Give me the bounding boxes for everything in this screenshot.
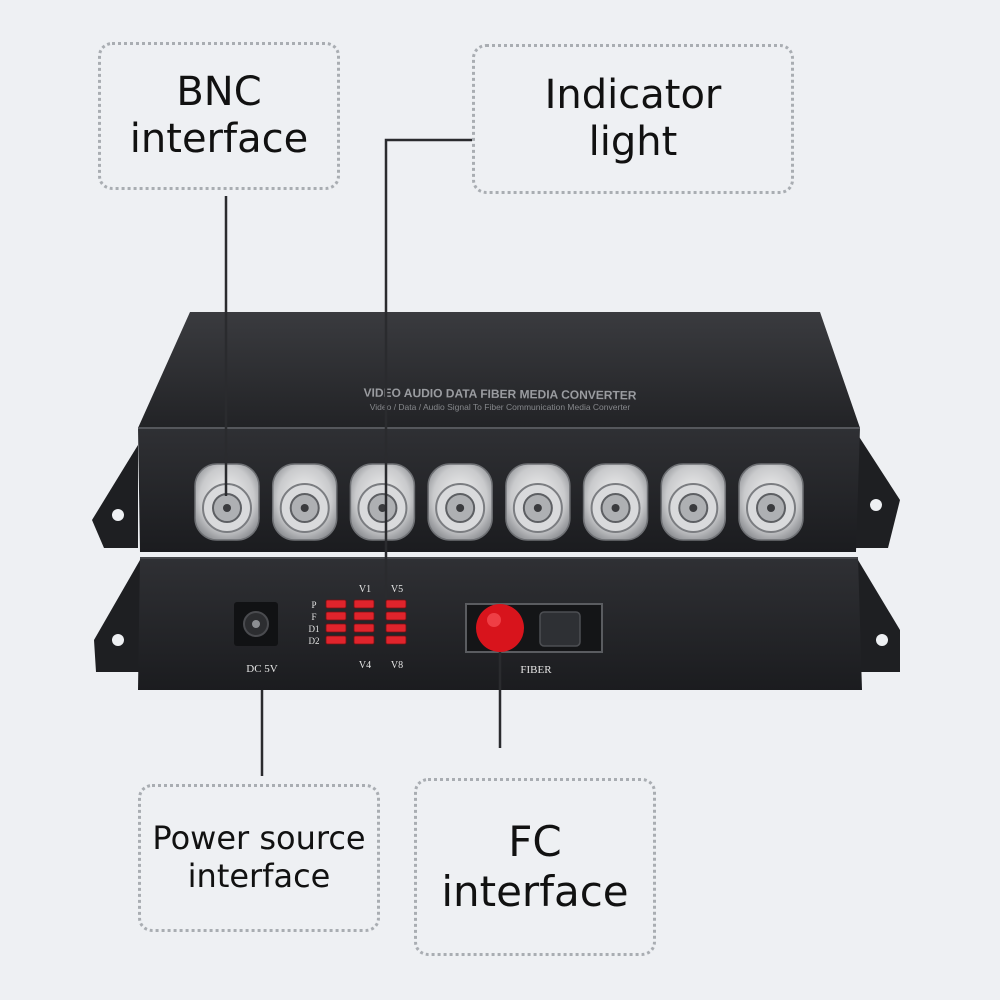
led-label: V8 [391, 660, 403, 671]
led-label: D2 [309, 636, 320, 646]
top-unit-sublabel: Video / Data / Audio Signal To Fiber Com… [370, 402, 631, 412]
led-label: P [311, 600, 316, 610]
power-label: DC 5V [246, 663, 278, 675]
callout-text: interface [187, 857, 331, 895]
callout-text: Power source [152, 819, 366, 858]
led-label: D1 [309, 624, 320, 634]
top-unit: VIDEO AUDIO DATA FIBER MEDIA CONVERTER V… [138, 312, 860, 552]
dc-power-jack [234, 602, 278, 646]
indicator-led [353, 635, 375, 645]
led-label: V4 [359, 660, 371, 671]
bnc-port [271, 463, 338, 541]
bnc-port-row [194, 463, 804, 541]
bnc-port [349, 463, 416, 541]
fiber-label: FIBER [520, 664, 552, 676]
indicator-led [353, 611, 375, 621]
bnc-port [427, 463, 493, 541]
bnc-port [660, 463, 727, 541]
indicator-led [325, 611, 347, 621]
callout-text: FC [508, 817, 562, 867]
indicator-led [325, 599, 347, 609]
fc-interface-callout: FC interface [414, 778, 656, 956]
bottom-unit-mounting-ears [94, 560, 900, 672]
indicator-led [325, 635, 347, 645]
led-label: V1 [359, 584, 371, 595]
fc-fiber-port [465, 603, 603, 653]
top-unit-mounting-ears [92, 432, 900, 548]
bnc-port [582, 463, 649, 541]
indicator-led [353, 623, 375, 633]
callout-text: interface [129, 116, 309, 162]
bnc-port [505, 463, 571, 541]
top-unit-label: VIDEO AUDIO DATA FIBER MEDIA CONVERTER [364, 386, 637, 403]
power-source-interface-callout: Power source interface [138, 784, 380, 932]
indicator-led [385, 611, 407, 621]
indicator-led [385, 635, 407, 645]
bnc-port [738, 463, 804, 541]
indicator-leader-line [384, 138, 472, 598]
bnc-interface-callout: BNC interface [98, 42, 340, 190]
led-label: F [311, 612, 316, 622]
callout-text: Indicator [544, 71, 722, 118]
led-label: V5 [391, 584, 403, 595]
indicator-light-callout: Indicator light [472, 44, 794, 194]
leader-lines [224, 138, 502, 776]
indicator-led [385, 623, 407, 633]
callout-text: light [588, 119, 678, 165]
indicator-led [385, 599, 407, 609]
indicator-led [353, 599, 375, 609]
callout-text: BNC [176, 68, 262, 115]
bnc-port [194, 463, 260, 541]
callout-text: interface [441, 867, 629, 916]
indicator-led [325, 623, 347, 633]
